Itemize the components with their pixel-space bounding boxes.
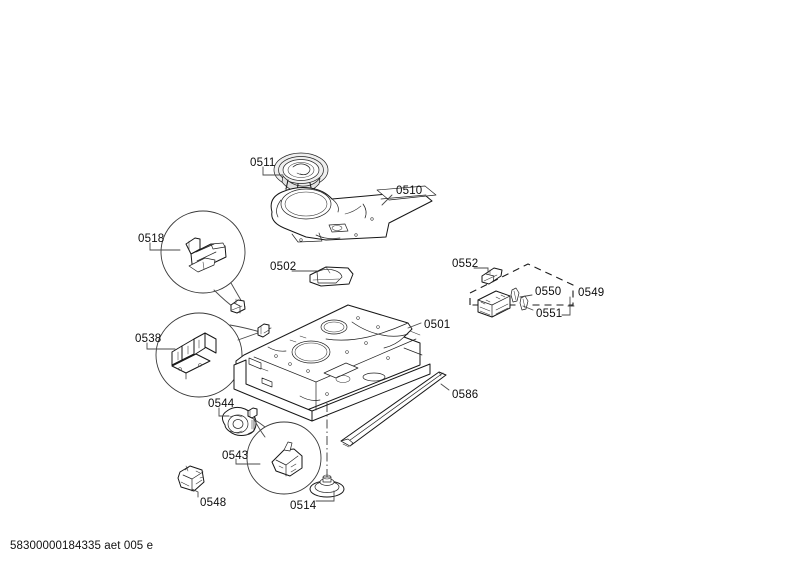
label-0586: 0586 [452,389,478,401]
label-0552: 0552 [452,258,478,270]
part-0502-air-duct-clip[interactable] [309,266,354,287]
label-0510: 0510 [396,185,422,197]
actual-0543-on-assembly [247,407,258,419]
detail-0518-body [185,237,227,273]
label-0549: 0549 [578,287,604,299]
label-0511: 0511 [250,157,276,169]
part-0552-terminal-cover[interactable] [481,267,503,285]
part-number-labels: 0511 0510 0518 0502 0552 0550 0549 0551 … [135,157,604,512]
part-0549-connector-block[interactable] [477,290,511,318]
callout-0518-thermal-switch[interactable] [160,210,246,314]
label-0538: 0538 [135,333,161,345]
detail-0538-body [171,332,217,380]
part-0514-adjustable-foot[interactable] [309,403,345,498]
document-footer-code: 58300000184335 aet 005 e [10,540,154,552]
label-0551: 0551 [536,308,562,320]
label-0543: 0543 [222,450,248,462]
label-0544: 0544 [208,398,235,410]
actual-0518-on-assembly [230,298,246,314]
part-0550-contact-pin-upper[interactable] [510,287,520,303]
label-0514: 0514 [290,500,317,512]
part-0586-front-trim-rail[interactable] [340,371,447,448]
callout-0543-cable-clamp[interactable] [246,407,322,495]
detail-0543-body [271,441,303,477]
part-0548-mounting-clip[interactable] [177,465,205,492]
part-0510-blower-housing[interactable] [270,185,437,243]
label-0501: 0501 [424,319,450,331]
label-0550: 0550 [535,286,561,298]
actual-0538-on-assembly [257,323,270,338]
label-0548: 0548 [200,497,226,509]
callout-0538-retaining-bracket[interactable] [155,312,272,398]
label-0518: 0518 [138,233,164,245]
label-leader-lines [146,166,575,502]
part-0501-base-chassis-plate[interactable] [233,304,431,422]
label-0502: 0502 [270,261,296,273]
part-group-0549-connector-assembly[interactable] [469,263,574,318]
